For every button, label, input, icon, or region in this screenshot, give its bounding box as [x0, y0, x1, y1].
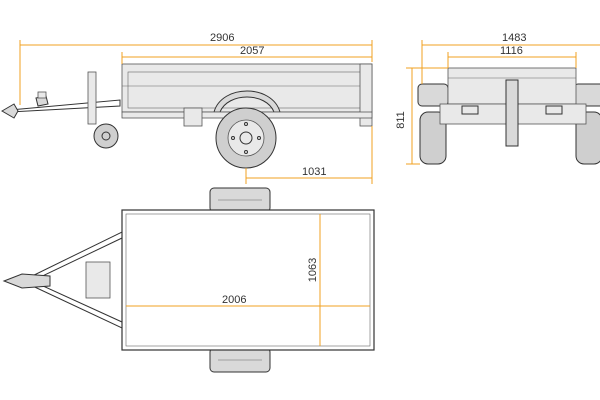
dim-rear-box-width: 1116 — [500, 45, 523, 57]
side-view: 2906 2057 1031 — [1, 32, 373, 184]
dim-top-inner-width: 1063 — [307, 258, 319, 282]
top-view: 2006 1063 — [2, 187, 375, 373]
dim-rear-overall-width: 1483 — [502, 32, 526, 44]
dim-side-overall-length: 2906 — [210, 32, 234, 44]
dim-rear-height: 811 — [395, 111, 407, 129]
dim-top-inner-length: 2006 — [222, 294, 246, 306]
dim-side-box-length: 2057 — [240, 45, 264, 57]
dim-side-axle-to-rear: 1031 — [302, 166, 326, 178]
rear-view: 1483 1116 811 — [395, 32, 600, 165]
